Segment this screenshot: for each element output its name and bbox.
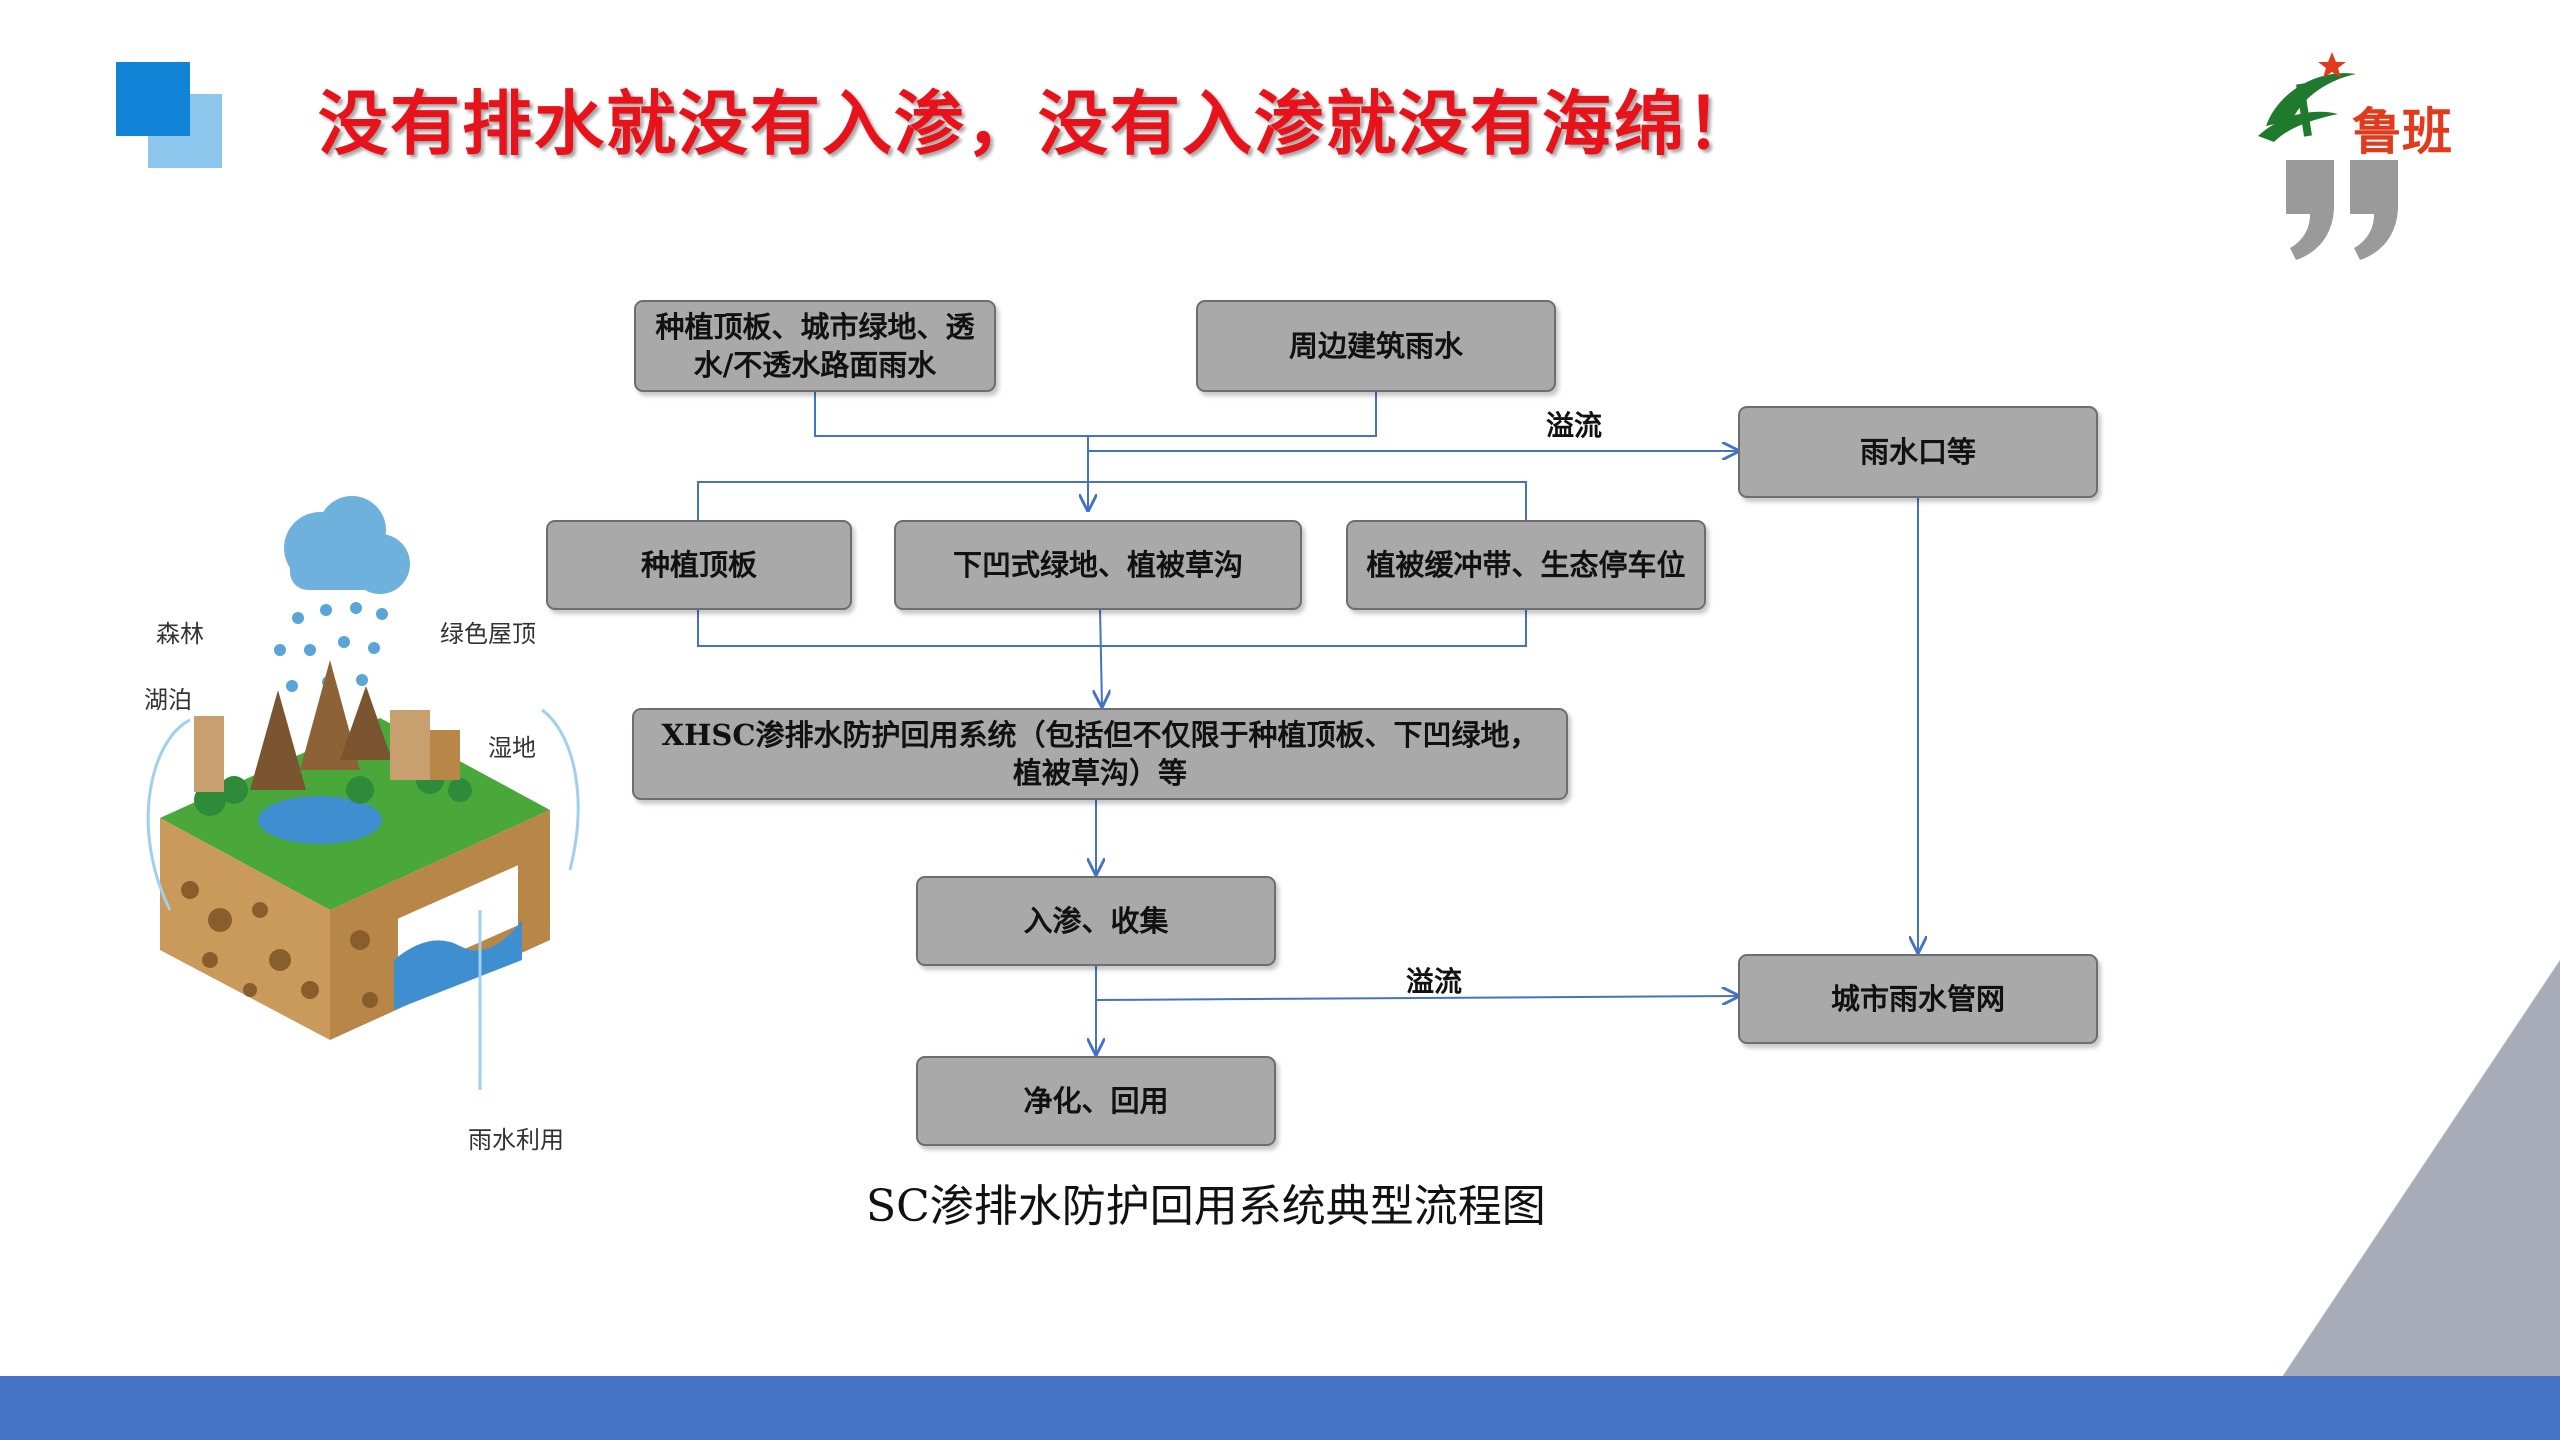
node-source-roof: 种植顶板、城市绿地、透水/不透水路面雨水 — [634, 300, 996, 392]
title-square-dark — [116, 62, 190, 136]
node-xhsc: XHSC渗排水防护回用系统（包括但不仅限于种植顶板、下凹绿地，植被草沟）等 — [632, 708, 1568, 800]
luban-logo-icon — [2248, 44, 2368, 154]
node-planting-roof: 种植顶板 — [546, 520, 852, 610]
node-infiltrate: 入渗、收集 — [916, 876, 1276, 966]
node-source-building: 周边建筑雨水 — [1196, 300, 1556, 392]
bottom-bar — [0, 1376, 2560, 1440]
node-sunken-green: 下凹式绿地、植被草沟 — [894, 520, 1302, 610]
page-title: 没有排水就没有入渗，没有入渗就没有海绵！ — [318, 82, 1758, 165]
label-green-roof: 绿色屋顶 — [436, 614, 540, 649]
logo-text: 鲁班 — [2352, 103, 2452, 161]
label-forest: 森林 — [152, 614, 208, 649]
node-municipal: 城市雨水管网 — [1738, 954, 2098, 1044]
edge-label-overflow-bottom: 溢流 — [1406, 965, 1463, 998]
edge-label-overflow-top: 溢流 — [1546, 409, 1603, 442]
diagram-caption: SC渗排水防护回用系统典型流程图 — [866, 1181, 1546, 1232]
node-inlet: 雨水口等 — [1738, 406, 2098, 498]
label-lake: 湖泊 — [140, 680, 196, 715]
node-reuse: 净化、回用 — [916, 1056, 1276, 1146]
sponge-city-illustration: 森林 绿色屋顶 湖泊 湿地 雨水利用 — [130, 490, 586, 1170]
quote-mark-icon — [2282, 160, 2406, 260]
corner-triangle — [2280, 960, 2560, 1380]
label-rain-use: 雨水利用 — [464, 1120, 568, 1155]
label-wetland: 湿地 — [484, 728, 540, 763]
node-buffer: 植被缓冲带、生态停车位 — [1346, 520, 1706, 610]
